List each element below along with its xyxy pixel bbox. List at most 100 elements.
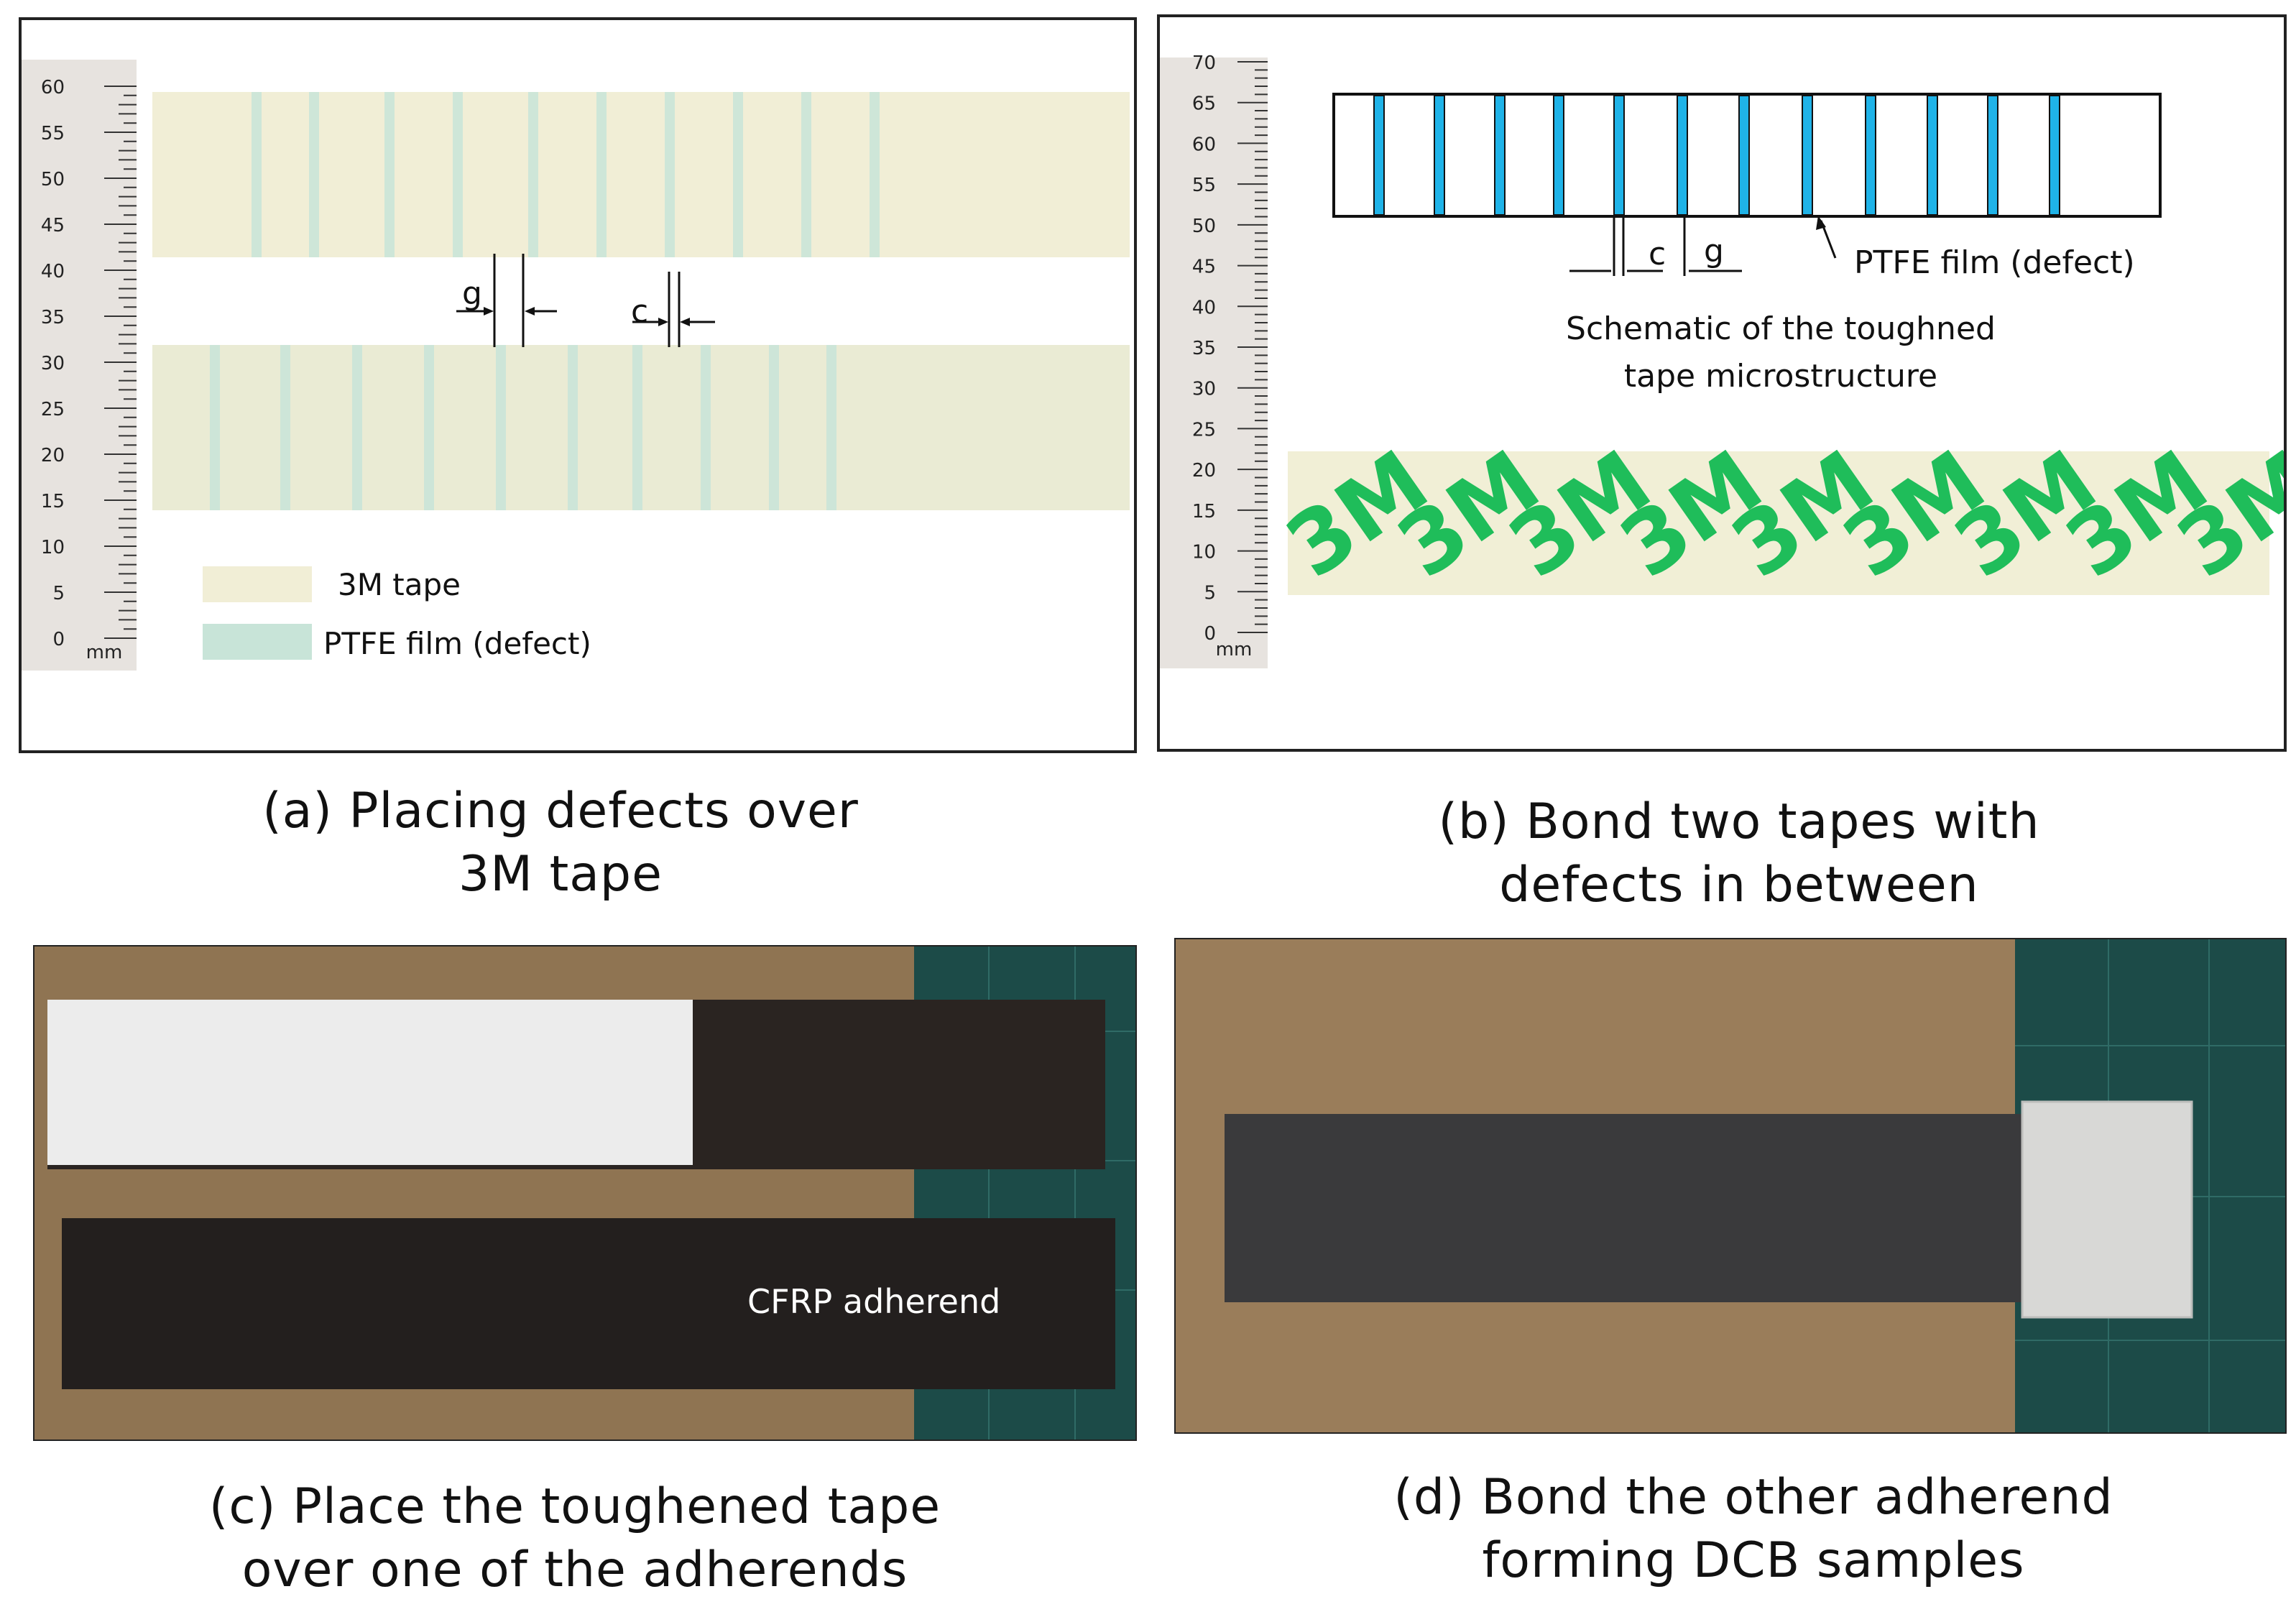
schematic-defect xyxy=(1802,95,1813,216)
ruler-b-tick-label: 15 xyxy=(1192,501,1216,522)
caption-b: (b) Bond two tapes with defects in betwe… xyxy=(1308,791,2170,917)
ruler-a-tick-label: 10 xyxy=(41,537,65,558)
ruler-a-tick-label: 25 xyxy=(41,399,65,420)
ruler-b-tick-label: 0 xyxy=(1204,623,1216,645)
schematic-defect xyxy=(1494,95,1506,216)
dim-g-label: g xyxy=(462,275,482,312)
dimension-g xyxy=(456,254,557,347)
ruler-a-tick-label: 35 xyxy=(41,307,65,328)
ruler-a-tick-label: 45 xyxy=(41,215,65,236)
toughened-tape xyxy=(47,1000,693,1165)
ruler-b-tick-label: 25 xyxy=(1192,419,1216,441)
ruler-b-tick-label: 55 xyxy=(1192,175,1216,196)
ruler-a-tick-label: 30 xyxy=(41,353,65,374)
defect-stripe xyxy=(701,345,711,510)
ruler-a-tick-label: 20 xyxy=(41,445,65,466)
caption-d: (d) Bond the other adherend forming DCB … xyxy=(1322,1466,2185,1593)
caption-c-line1: (c) Place the toughened tape xyxy=(208,1478,941,1535)
panel-c-photo: CFRP adherend xyxy=(33,945,1137,1441)
ruler-a-tick-label: 0 xyxy=(52,629,65,650)
ruler-a-tick-label: 5 xyxy=(52,583,65,604)
schematic-defect xyxy=(1865,95,1876,216)
caption-c-line2: over one of the adherends xyxy=(241,1542,908,1598)
schematic-defect xyxy=(1434,95,1445,216)
schematic-defect xyxy=(1738,95,1750,216)
caption-d-line1: (d) Bond the other adherend xyxy=(1393,1469,2113,1526)
defect-stripe xyxy=(528,92,538,257)
loading-block xyxy=(2021,1100,2193,1319)
caption-a-line2: 3M tape xyxy=(458,846,663,903)
ruler-a-tick-label: 50 xyxy=(41,169,65,190)
dcb-sample xyxy=(1225,1114,2037,1302)
defect-stripe xyxy=(384,92,395,257)
caption-a-line1: (a) Placing defects over xyxy=(262,783,859,839)
defect-stripe xyxy=(210,345,220,510)
ruler-b-tick-label: 40 xyxy=(1192,297,1216,318)
ruler-a-tick-label: 15 xyxy=(41,491,65,512)
ruler-a-tick-label: 55 xyxy=(41,123,65,144)
schematic-ptfe-label: PTFE film (defect) xyxy=(1854,244,2135,281)
defect-stripe xyxy=(826,345,836,510)
legend-swatch-3m xyxy=(203,566,312,602)
ruler-b-tick-label: 65 xyxy=(1192,93,1216,115)
caption-d-line2: forming DCB samples xyxy=(1482,1532,2025,1589)
defect-stripe xyxy=(769,345,779,510)
schematic-defect xyxy=(1677,95,1688,216)
tape-strip-top xyxy=(152,92,1130,257)
ruler-b-tick-label: 30 xyxy=(1192,379,1216,400)
defect-stripe xyxy=(252,92,262,257)
ruler-b-tick-label: 45 xyxy=(1192,257,1216,278)
schematic-dim-c: c xyxy=(1649,236,1666,272)
defect-stripe xyxy=(596,92,607,257)
defect-stripe xyxy=(280,345,290,510)
ruler-b-tick-label: 50 xyxy=(1192,216,1216,237)
caption-a: (a) Placing defects over 3M tape xyxy=(129,780,992,906)
schematic-defect xyxy=(1613,95,1625,216)
defect-stripe xyxy=(352,345,362,510)
schematic-dimensions xyxy=(1569,216,1742,276)
defect-stripe xyxy=(632,345,642,510)
defect-stripe xyxy=(801,92,811,257)
legend-label-3m: 3M tape xyxy=(338,567,461,602)
ruler-b-tick-label: 70 xyxy=(1192,52,1216,74)
defect-stripe xyxy=(453,92,463,257)
schematic-defect xyxy=(1373,95,1385,216)
schematic-defect xyxy=(1987,95,1998,216)
ruler-b-tick-label: 10 xyxy=(1192,542,1216,563)
ruler-a-unit: mm xyxy=(86,642,123,663)
cfrp-adherend-lower xyxy=(62,1218,1115,1389)
caption-c: (c) Place the toughened tape over one of… xyxy=(144,1475,1006,1602)
defect-stripe xyxy=(309,92,319,257)
panel-d-photo xyxy=(1174,938,2287,1434)
schematic-defect xyxy=(1927,95,1938,216)
schematic-defect xyxy=(1553,95,1564,216)
defect-stripe xyxy=(496,345,506,510)
defect-stripe xyxy=(568,345,578,510)
cfrp-adherend-label: CFRP adherend xyxy=(747,1282,1000,1321)
ruler-b-tick-label: 60 xyxy=(1192,134,1216,155)
ruler-b-tick-label: 5 xyxy=(1204,582,1216,604)
schematic-dim-g: g xyxy=(1704,233,1724,270)
defect-stripe xyxy=(424,345,434,510)
legend-a: 3M tape PTFE film (defect) xyxy=(203,566,591,661)
defect-stripe xyxy=(733,92,743,257)
caption-b-line1: (b) Bond two tapes with xyxy=(1438,793,2040,850)
defect-stripe xyxy=(665,92,675,257)
defect-stripe xyxy=(870,92,880,257)
ruler-b-tick-label: 35 xyxy=(1192,338,1216,359)
ruler-a-tick-label: 40 xyxy=(41,261,65,282)
schematic-title-line2: tape microstructure xyxy=(1624,358,1937,395)
legend-label-ptfe: PTFE film (defect) xyxy=(323,626,591,661)
schematic-defect xyxy=(2049,95,2060,216)
dim-c-label: c xyxy=(631,293,648,330)
schematic-title-line1: Schematic of the toughned xyxy=(1566,310,1996,347)
caption-b-line2: defects in between xyxy=(1499,857,1979,913)
ruler-b-tick-label: 20 xyxy=(1192,460,1216,482)
ruler-a-tick-label: 60 xyxy=(41,77,65,98)
legend-swatch-ptfe xyxy=(203,624,312,660)
